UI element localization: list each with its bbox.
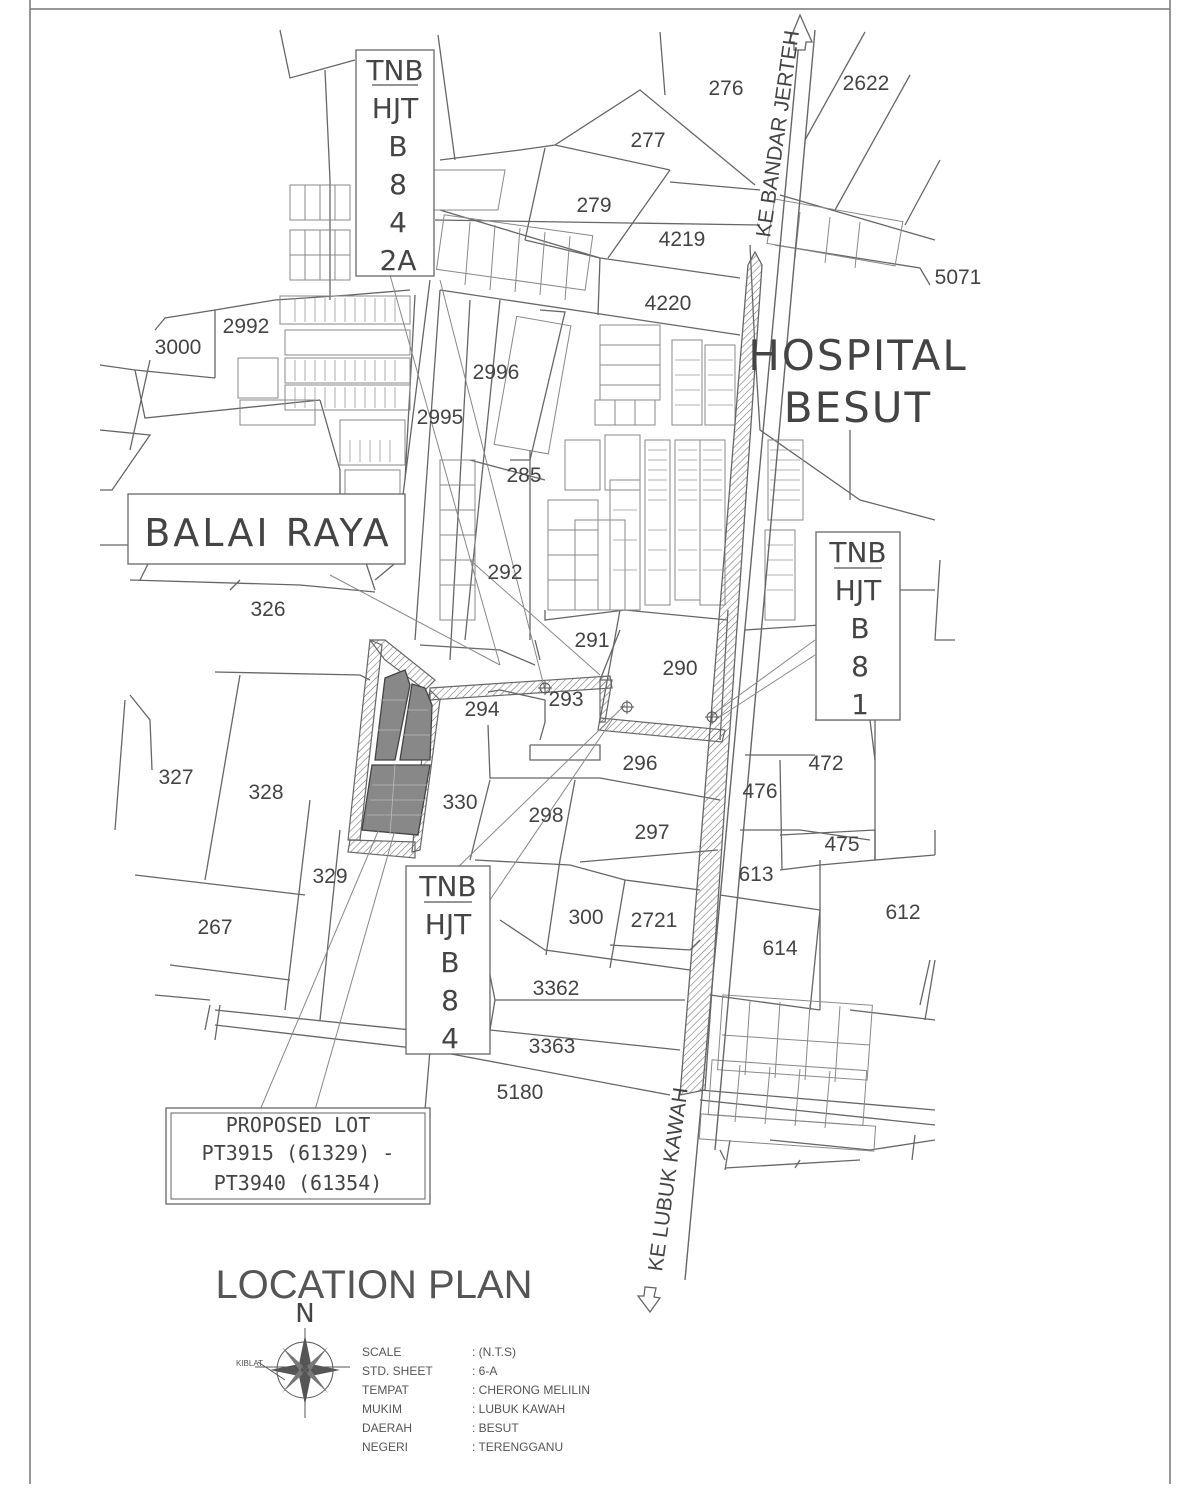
lot-number: 285 — [506, 464, 541, 487]
house-blocks — [237, 169, 904, 1152]
svg-text:NEGERI: NEGERI — [362, 1440, 408, 1454]
svg-text:TNB: TNB — [418, 870, 476, 903]
svg-text:8: 8 — [441, 984, 459, 1017]
lot-number: 3000 — [155, 336, 202, 359]
svg-text:PROPOSED LOT: PROPOSED LOT — [226, 1113, 371, 1137]
parcel-boundaries — [99, 29, 955, 1171]
lot-number: 292 — [487, 561, 522, 584]
svg-text:: TERENGGANU: : TERENGGANU — [472, 1440, 563, 1454]
road-drain-hatched — [679, 250, 763, 1096]
proposed-lot-label: PROPOSED LOT PT3915 (61329) - PT3940 (61… — [165, 1107, 431, 1205]
lot-number: 613 — [738, 863, 773, 886]
lot-number: 298 — [528, 804, 563, 827]
info-table: SCALE STD. SHEET TEMPAT MUKIM DAERAH NEG… — [362, 1345, 590, 1454]
svg-text:: BESUT: : BESUT — [472, 1421, 519, 1435]
proposed-lot-area — [361, 669, 433, 836]
lot-number: 5180 — [497, 1081, 544, 1104]
svg-text:: (N.T.S): : (N.T.S) — [472, 1345, 516, 1359]
lot-number: 4220 — [645, 292, 692, 315]
svg-text:DAERAH: DAERAH — [362, 1421, 412, 1435]
svg-text:8: 8 — [851, 650, 869, 683]
map-title: LOCATION PLAN — [215, 1263, 532, 1307]
lot-number: 2992 — [223, 315, 270, 338]
svg-text:: CHERONG MELILIN: : CHERONG MELILIN — [472, 1383, 590, 1397]
svg-text:2A: 2A — [380, 244, 417, 277]
svg-text:TNB: TNB — [828, 536, 886, 569]
lot-number: 294 — [464, 698, 499, 721]
lot-number: 293 — [548, 688, 583, 711]
lot-number: 296 — [622, 752, 657, 775]
lot-number: 476 — [742, 780, 777, 803]
lot-number: 472 — [808, 752, 843, 775]
lot-numbers: 276 2622 277 279 4219 5071 4220 2992 300… — [155, 72, 982, 1104]
lot-number: 267 — [197, 916, 232, 939]
svg-text:HJT: HJT — [835, 574, 882, 607]
lot-number: 2622 — [843, 72, 890, 95]
lot-number: 5071 — [935, 266, 982, 289]
balai-raya-label: BALAI RAYA — [127, 493, 406, 565]
road-label-north: KE BANDAR JERTEH — [752, 29, 804, 239]
lot-number: 4219 — [659, 228, 706, 251]
pole-markers — [538, 681, 719, 724]
north-label: N — [295, 1299, 314, 1329]
svg-text:8: 8 — [389, 168, 407, 201]
tnb-line: TNB — [365, 54, 423, 87]
svg-text:: 6-A: : 6-A — [472, 1364, 497, 1378]
lot-number: 2995 — [417, 406, 464, 429]
lot-number: 328 — [248, 781, 283, 804]
lot-number: 3362 — [533, 977, 580, 1000]
svg-text:B: B — [850, 612, 869, 645]
lot-number: 326 — [250, 598, 285, 621]
lot-number: 475 — [824, 833, 859, 856]
svg-text:HJT: HJT — [372, 92, 419, 125]
lot-number: 276 — [708, 77, 743, 100]
svg-text:TEMPAT: TEMPAT — [362, 1383, 410, 1397]
svg-text:: LUBUK KAWAH: : LUBUK KAWAH — [472, 1402, 565, 1416]
lot-number: 3363 — [529, 1035, 576, 1058]
svg-text:HOSPITAL: HOSPITAL — [748, 331, 968, 380]
tnb-label-84: TNB HJT B 8 4 — [405, 865, 491, 1055]
svg-text:PT3915 (61329) -: PT3915 (61329) - — [202, 1141, 395, 1165]
tnb-label-81: TNB HJT B 8 1 — [815, 531, 901, 721]
svg-text:STD. SHEET: STD. SHEET — [362, 1364, 433, 1378]
svg-text:HJT: HJT — [425, 908, 472, 941]
svg-text:4: 4 — [441, 1022, 459, 1055]
lot-number: 291 — [574, 629, 609, 652]
lot-number: 277 — [630, 129, 665, 152]
lot-number: 612 — [885, 901, 920, 924]
lot-number: 329 — [312, 865, 347, 888]
svg-text:1: 1 — [851, 688, 869, 721]
road-label-south: KE LUBUK KAWAH — [644, 1086, 693, 1273]
leader-lines — [259, 274, 816, 1111]
lot-number: 330 — [442, 791, 477, 814]
svg-text:MUKIM: MUKIM — [362, 1402, 402, 1416]
svg-text:B: B — [388, 130, 407, 163]
kiblat-label: KIBLAT — [236, 1359, 263, 1368]
lot-number: 279 — [576, 194, 611, 217]
compass-icon: N KIBLAT — [236, 1299, 350, 1418]
svg-text:BESUT: BESUT — [784, 383, 932, 432]
svg-text:B: B — [440, 946, 459, 979]
lot-number: 2721 — [631, 909, 678, 932]
lot-number: 2996 — [473, 361, 520, 384]
svg-text:BALAI RAYA: BALAI RAYA — [144, 511, 392, 555]
svg-text:4: 4 — [389, 206, 407, 239]
lot-number: 614 — [762, 937, 797, 960]
lot-number: 300 — [568, 906, 603, 929]
lot-number: 297 — [634, 821, 669, 844]
svg-text:SCALE: SCALE — [362, 1345, 401, 1359]
lot-number: 290 — [662, 657, 697, 680]
svg-text:PT3940 (61354): PT3940 (61354) — [214, 1171, 383, 1195]
tnb-label-842a: TNB HJT B 8 4 2A — [355, 49, 435, 277]
lot-number: 327 — [158, 766, 193, 789]
hospital-besut-label: HOSPITAL BESUT — [748, 331, 968, 432]
